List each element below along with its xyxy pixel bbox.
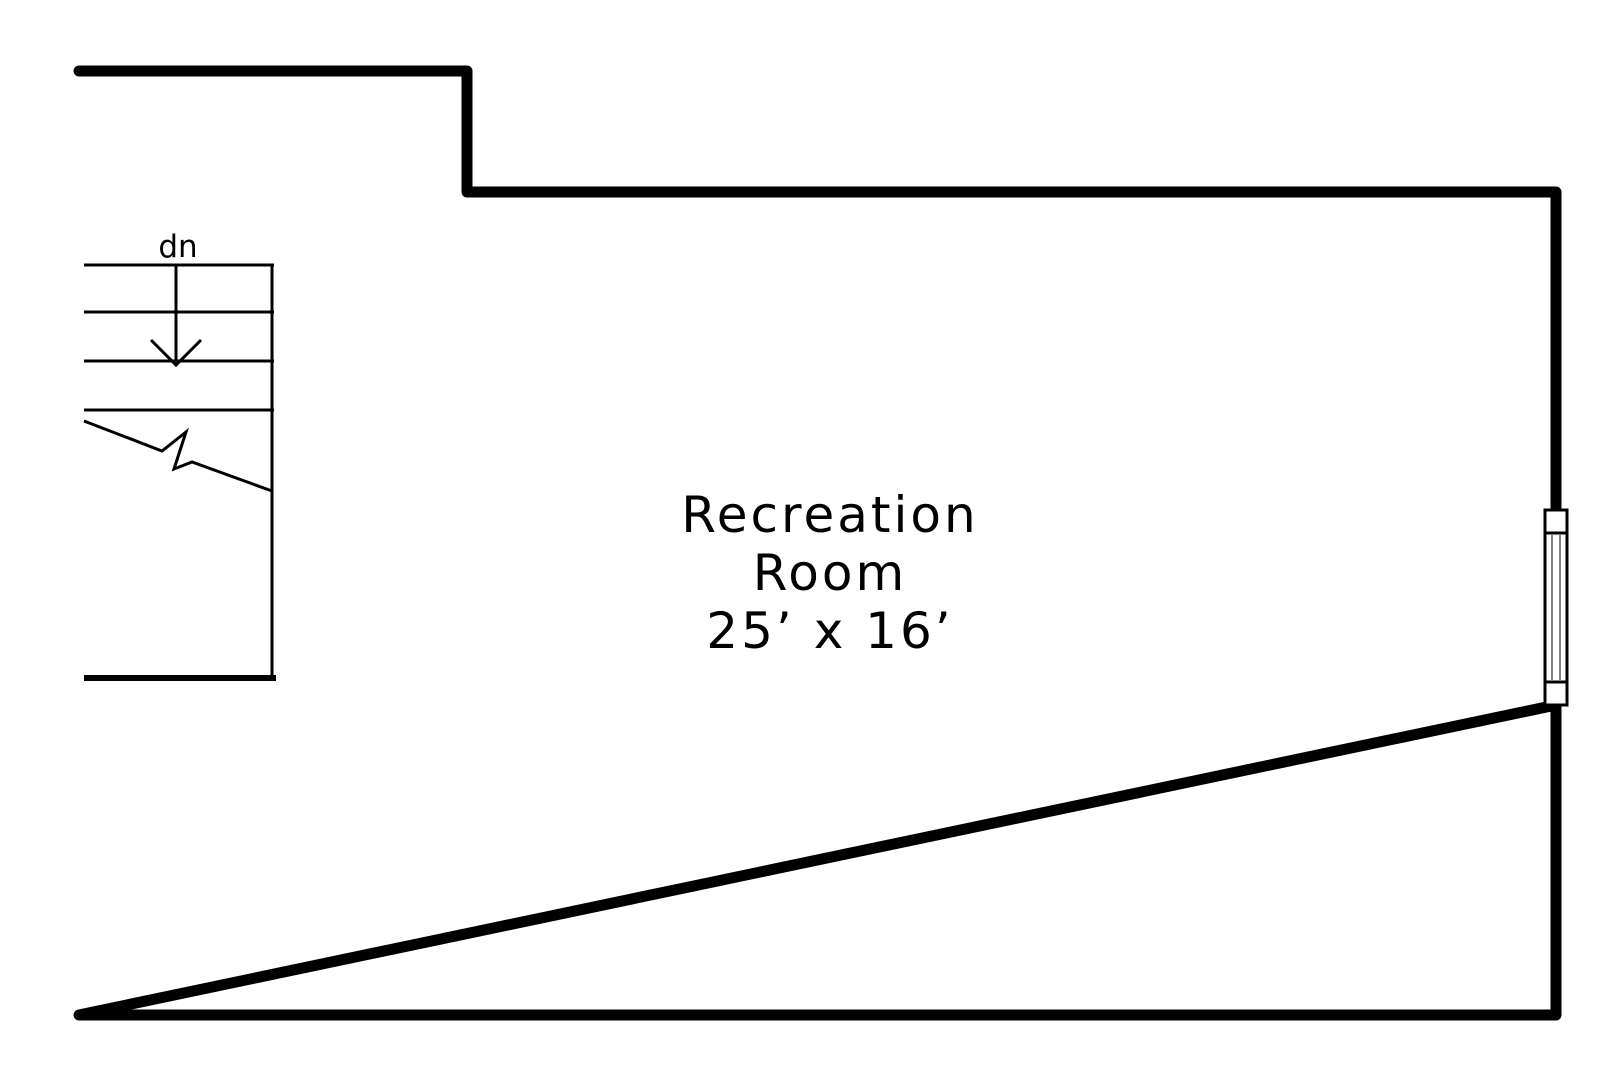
room-dimensions: 25’ x 16’	[706, 602, 953, 660]
room-name: Recreation	[681, 486, 978, 544]
room-name-line2: Room	[753, 544, 907, 602]
down-arrow-icon	[149, 338, 203, 368]
staircase	[83, 263, 276, 681]
window-frame	[1543, 508, 1569, 707]
stair-break-line	[83, 419, 273, 493]
stair-direction-label: dn	[158, 229, 197, 265]
window	[1543, 508, 1569, 707]
exterior-wall	[73, 65, 1562, 1021]
